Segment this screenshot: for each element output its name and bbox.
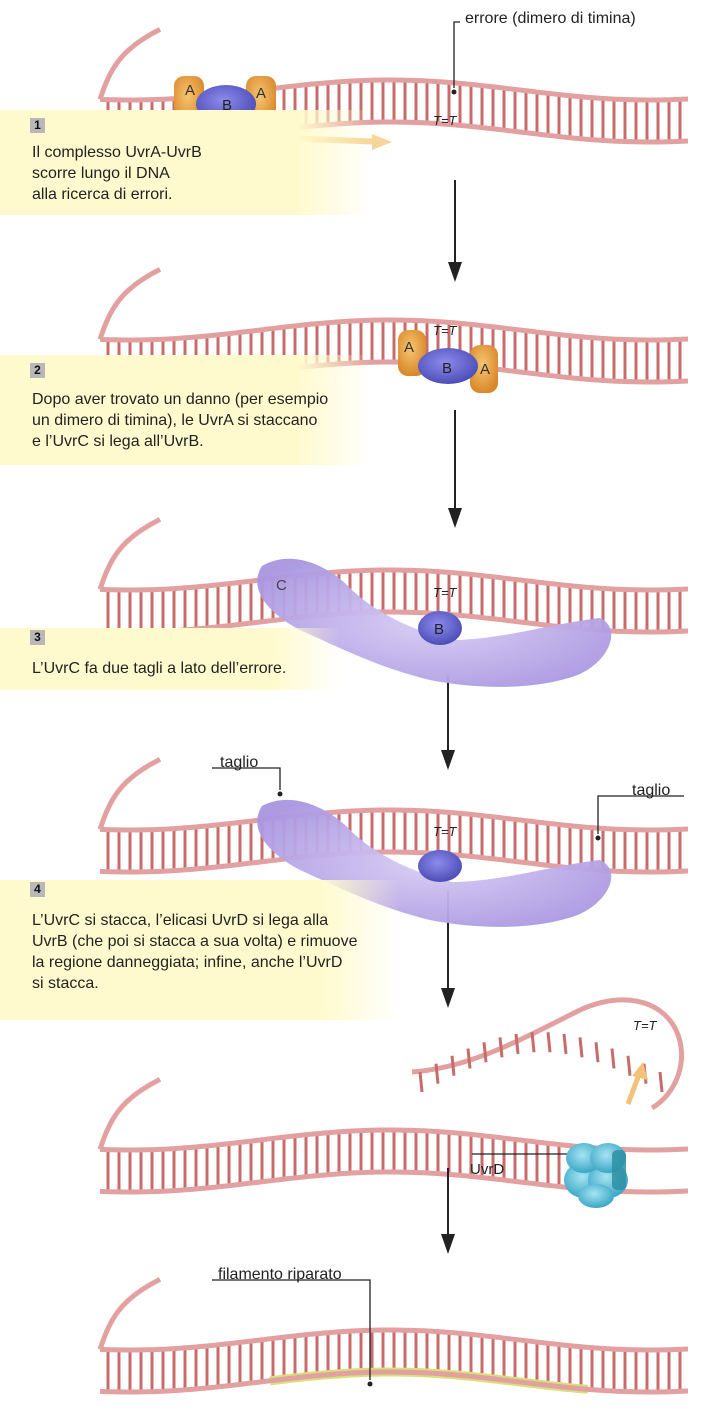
scan-arrowhead <box>372 134 392 150</box>
dna-strand-6 <box>100 1279 688 1392</box>
uvrB-4 <box>418 850 462 882</box>
excised-fragment <box>412 1000 682 1108</box>
uvrC-label: C <box>276 577 287 594</box>
dna-strand-3 <box>100 519 688 632</box>
uvrB-label-2: B <box>442 360 452 377</box>
step-2-number: 2 <box>30 363 45 378</box>
uvrB-label-3: B <box>434 621 444 638</box>
uvrA-left-label-2: A <box>404 339 414 356</box>
cut-point-right <box>596 836 601 841</box>
dimer-label-4: T=T <box>433 824 458 839</box>
arrow-3 <box>441 676 455 770</box>
dimer-label-3: T=T <box>433 585 458 600</box>
step-3-box: 3 L’UvrC fa due tagli a lato dell’errore… <box>0 628 340 690</box>
dimer-label-1: T=T <box>433 113 458 128</box>
arrow-5 <box>441 1168 455 1254</box>
arrow-2 <box>448 410 462 528</box>
uvrA-right-label: A <box>256 85 266 102</box>
uvrD <box>564 1143 628 1208</box>
dna-strand-4 <box>100 759 688 872</box>
error-leader-line <box>454 22 460 88</box>
step-1-box: 1 Il complesso UvrA-UvrB scorre lungo il… <box>0 110 372 215</box>
step-2-text: Dopo aver trovato un danno (per esempio … <box>32 389 328 452</box>
step-4-box: 4 L’UvrC si stacca, l’elicasi UvrD si le… <box>0 880 400 1020</box>
cut-label-left: taglio <box>220 754 258 772</box>
uvrA-left-label: A <box>185 82 195 99</box>
error-label: errore (dimero di timina) <box>465 10 636 28</box>
step-2-box: 2 Dopo aver trovato un danno (per esempi… <box>0 355 372 465</box>
uvrD-label: UvrD <box>470 1161 504 1178</box>
repaired-leader-dot <box>368 1382 373 1387</box>
repaired-label: filamento riparato <box>218 1266 342 1284</box>
step-3-number: 3 <box>30 630 45 645</box>
uvrA-right-label-2: A <box>480 361 490 378</box>
dimer-label-5: T=T <box>633 1018 658 1033</box>
error-leader-dot <box>452 90 457 95</box>
step-4-text: L’UvrC si stacca, l’elicasi UvrD si lega… <box>32 910 357 994</box>
step-4-number: 4 <box>30 882 45 897</box>
step-1-text: Il complesso UvrA-UvrB scorre lungo il D… <box>32 142 202 205</box>
arrow-1 <box>448 180 462 282</box>
dimer-label-2: T=T <box>433 323 458 338</box>
cut-label-right: taglio <box>632 782 670 800</box>
cut-point-left <box>278 792 283 797</box>
step-3-text: L’UvrC fa due tagli a lato dell’errore. <box>32 658 286 679</box>
step-1-number: 1 <box>30 118 45 133</box>
